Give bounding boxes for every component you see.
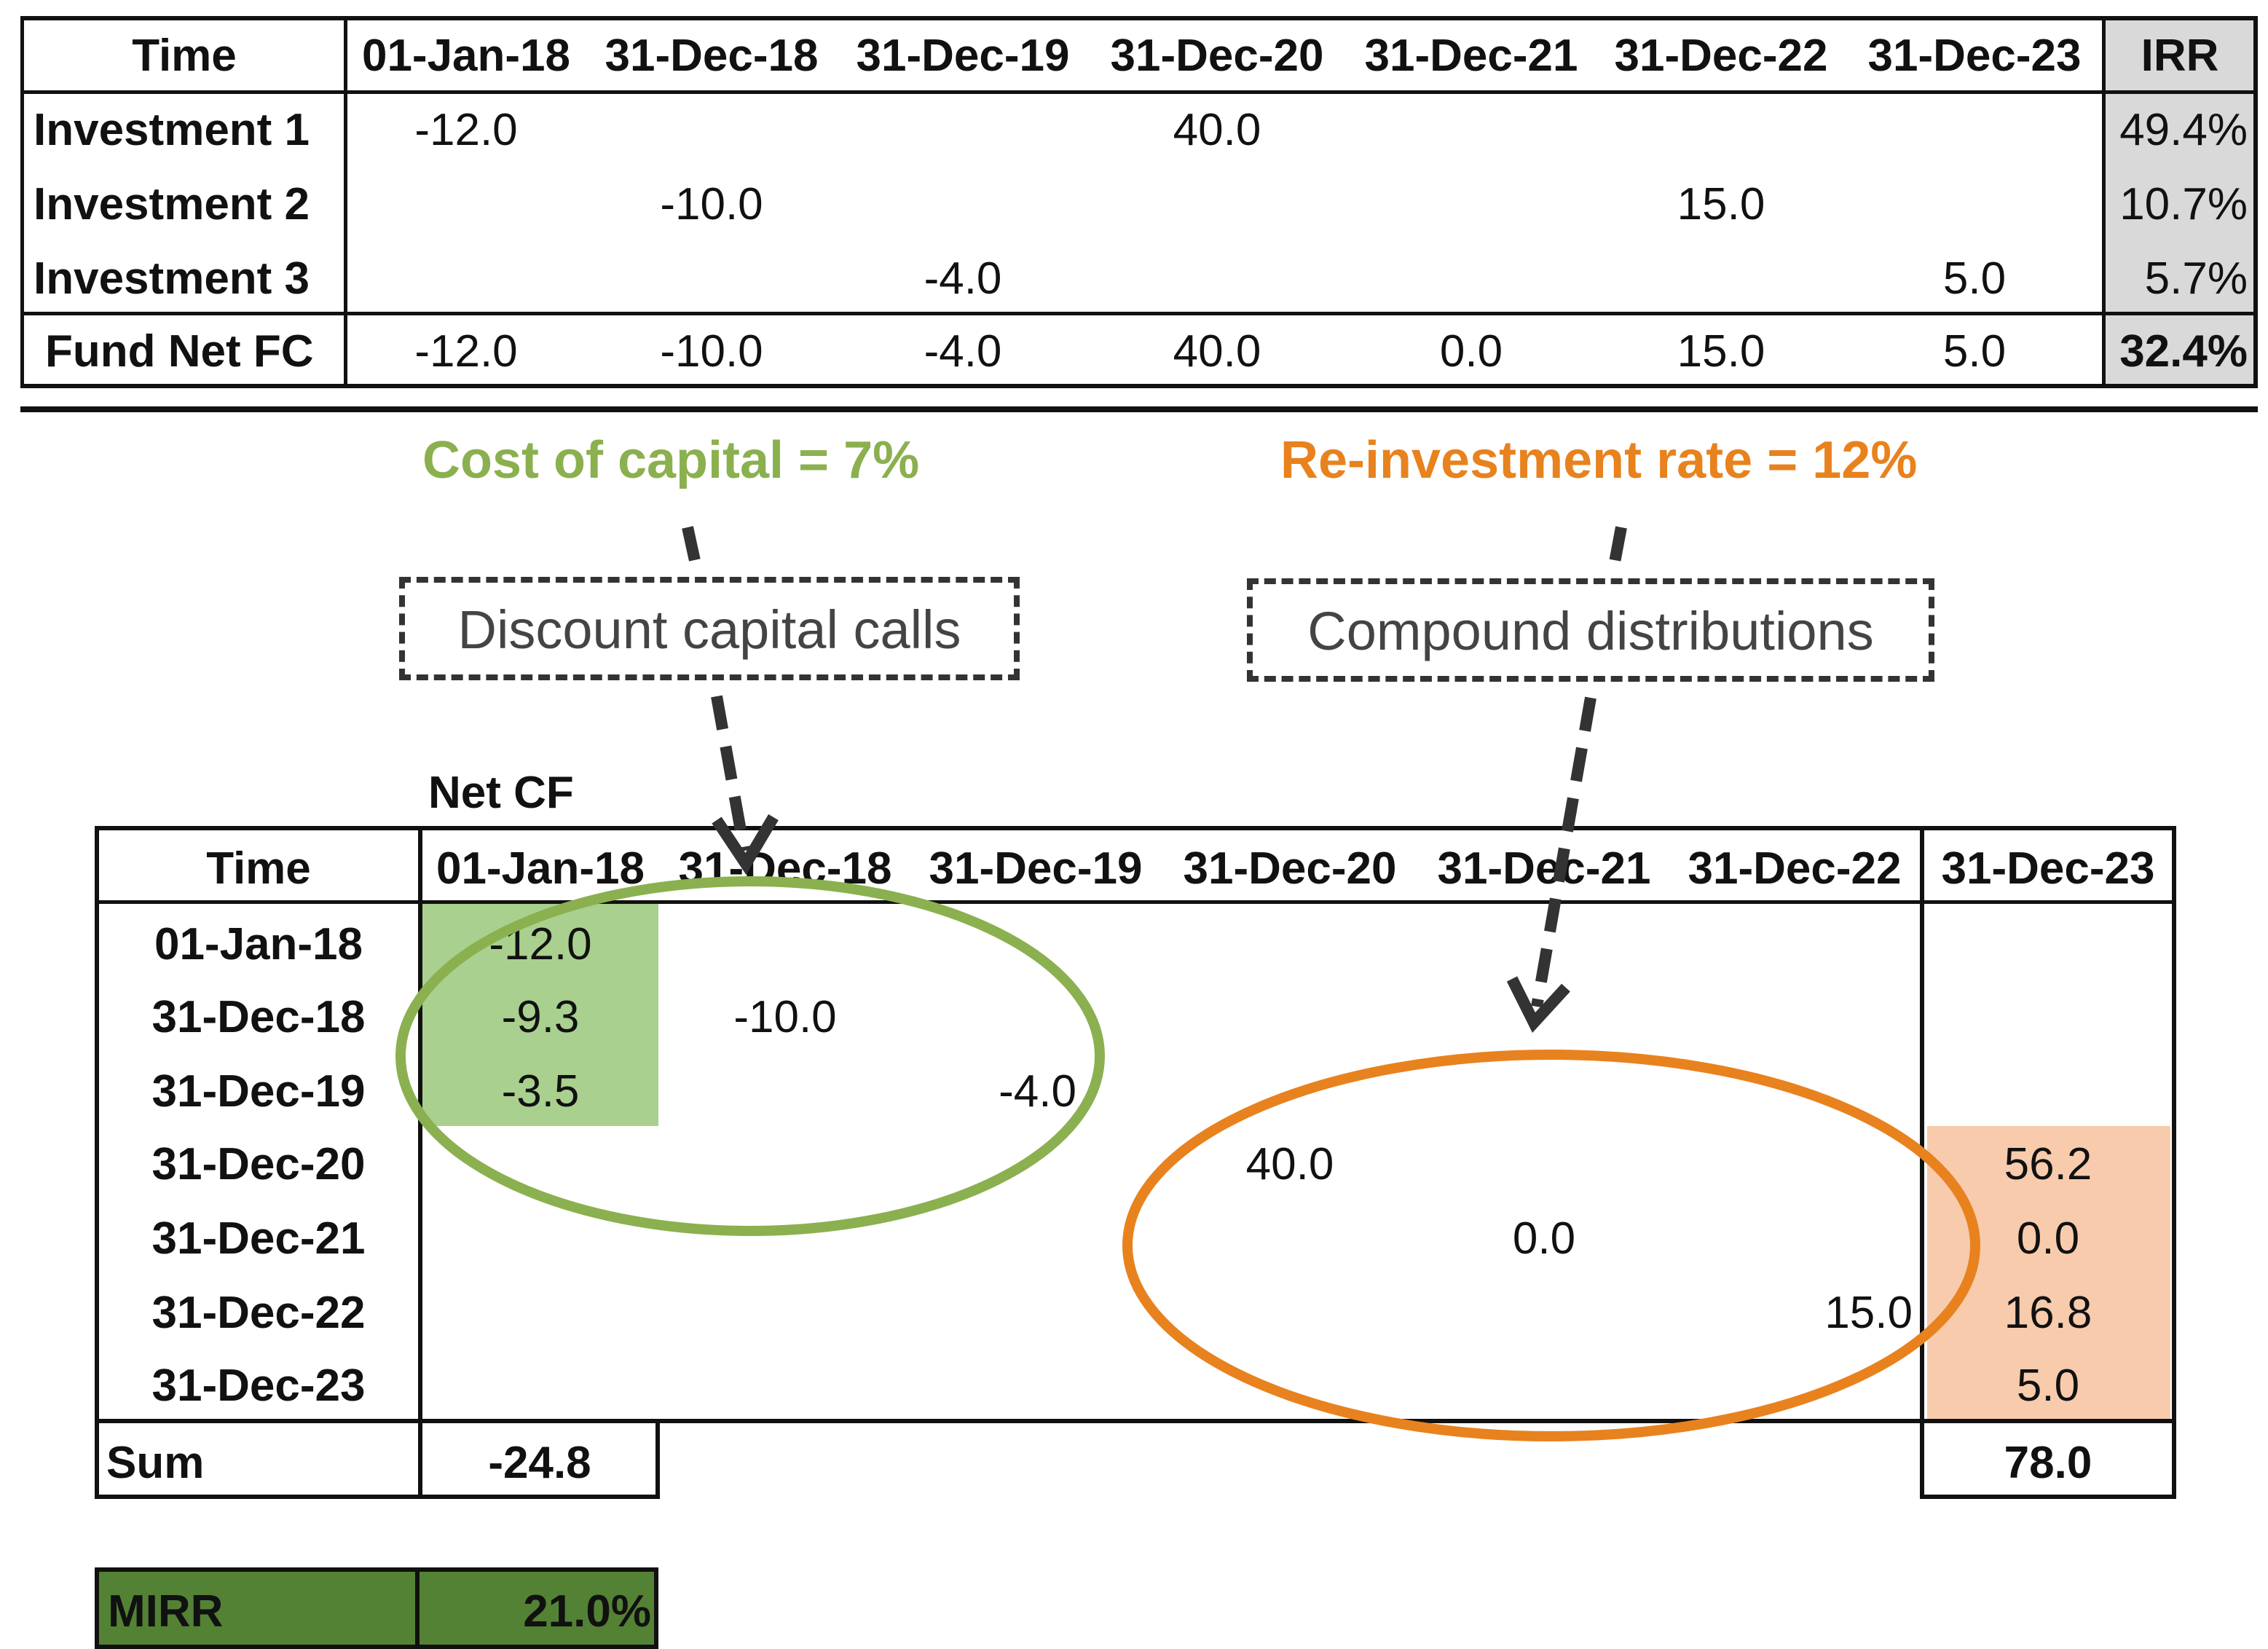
top-date-header: 31-Dec-19 <box>856 31 1070 81</box>
sum-discounted: -24.8 <box>488 1438 591 1488</box>
compound-distributions-text: Compound distributions <box>1307 601 1874 661</box>
row-label: Investment 2 <box>34 179 310 229</box>
fund-cash-flow-cell: 15.0 <box>1677 326 1765 377</box>
bottom-date-header: 31-Dec-21 <box>1437 843 1651 894</box>
green-ellipse <box>395 876 1105 1236</box>
compound-distributions-box <box>1247 578 1934 682</box>
cash-flow-cell: -10.0 <box>660 179 763 229</box>
fund-cash-flow-cell: 0.0 <box>1439 326 1503 377</box>
mirr-label: MIRR <box>108 1586 224 1637</box>
bottom-date-header: 31-Dec-19 <box>929 843 1143 894</box>
bottom-row-date: 31-Dec-20 <box>151 1139 366 1189</box>
bottom-row-date: 01-Jan-18 <box>154 919 363 969</box>
top-date-header: 31-Dec-23 <box>1867 31 2082 81</box>
fund-cash-flow-cell: 40.0 <box>1173 326 1261 377</box>
top-date-header: 01-Jan-18 <box>361 31 571 81</box>
net-cf-title: Net CF <box>428 768 574 818</box>
fund-cash-flow-cell: -4.0 <box>924 326 1002 377</box>
compound-arrow-head <box>1506 976 1570 1033</box>
cash-flow-cell: 15.0 <box>1677 179 1765 229</box>
bottom-date-header: 31-Dec-22 <box>1688 843 1902 894</box>
diagonal-value: -4.0 <box>999 1066 1076 1117</box>
discount-arrow-head <box>712 814 779 875</box>
irr-value: 5.7% <box>2144 253 2248 304</box>
fund-cash-flow-cell: -12.0 <box>414 326 518 377</box>
top-date-header: 31-Dec-18 <box>605 31 819 81</box>
orange-ellipse <box>1122 1050 1980 1441</box>
diagonal-value: 40.0 <box>1245 1139 1334 1189</box>
fund-irr-value: 32.4% <box>2119 326 2248 377</box>
sum-compounded: 78.0 <box>2004 1438 2092 1488</box>
compound-to-table-arrow <box>1531 696 1596 1008</box>
fund-cash-flow-cell: -10.0 <box>660 326 763 377</box>
top-date-header: 31-Dec-21 <box>1364 31 1578 81</box>
top-time-header: Time <box>132 31 237 81</box>
discount-to-table-arrow <box>711 695 750 852</box>
cash-flow-cell: 5.0 <box>1942 253 2007 304</box>
irr-value: 10.7% <box>2119 179 2248 229</box>
bottom-row-date: 31-Dec-21 <box>151 1213 366 1264</box>
bottom-time-header: Time <box>206 843 311 894</box>
diagonal-value: 0.0 <box>1512 1213 1576 1264</box>
row-label: Investment 1 <box>34 105 310 155</box>
cash-flow-cell: -12.0 <box>414 105 518 155</box>
diagonal-value: -10.0 <box>733 992 837 1042</box>
discount-capital-calls-box <box>399 577 1020 680</box>
bottom-date-header: 31-Dec-23 <box>1941 843 2155 894</box>
discounted-value: -9.3 <box>501 992 580 1042</box>
diagonal-value: 15.0 <box>1824 1288 1913 1338</box>
reinvestment-rate-label: Re-investment rate = 12% <box>1280 431 1918 489</box>
discount-capital-calls-text: Discount capital calls <box>457 599 961 660</box>
irr-header: IRR <box>2141 31 2219 81</box>
top-date-header: 31-Dec-22 <box>1614 31 1828 81</box>
fund-row-label: Fund Net FC <box>45 326 314 377</box>
cost-of-capital-label: Cost of capital = 7% <box>422 431 920 489</box>
bottom-row-date: 31-Dec-23 <box>151 1361 366 1411</box>
top-date-header: 31-Dec-20 <box>1110 31 1324 81</box>
compounded-value: 5.0 <box>2016 1361 2080 1411</box>
bottom-row-date: 31-Dec-22 <box>151 1288 366 1338</box>
fund-cash-flow-cell: 5.0 <box>1942 326 2007 377</box>
cost-to-discount-arrow <box>682 526 704 575</box>
irr-value: 49.4% <box>2119 105 2248 155</box>
compounded-value: 0.0 <box>2016 1213 2080 1264</box>
bottom-row-date: 31-Dec-18 <box>151 992 366 1042</box>
compounded-value: 16.8 <box>2004 1288 2092 1338</box>
bottom-date-header: 01-Jan-18 <box>436 843 645 894</box>
rate-to-compound-arrow <box>1607 526 1627 575</box>
compounded-value: 56.2 <box>2004 1139 2092 1189</box>
discounted-value: -3.5 <box>501 1066 580 1117</box>
sum-label: Sum <box>106 1438 205 1488</box>
cash-flow-cell: 40.0 <box>1173 105 1261 155</box>
irr-column-shade <box>2105 19 2256 386</box>
discounted-cells-fill <box>422 903 658 1126</box>
bottom-row-date: 31-Dec-19 <box>151 1066 366 1117</box>
bottom-date-header: 31-Dec-20 <box>1183 843 1397 894</box>
mirr-value: 21.0% <box>523 1586 651 1637</box>
row-label: Investment 3 <box>34 253 310 304</box>
cash-flow-cell: -4.0 <box>924 253 1002 304</box>
